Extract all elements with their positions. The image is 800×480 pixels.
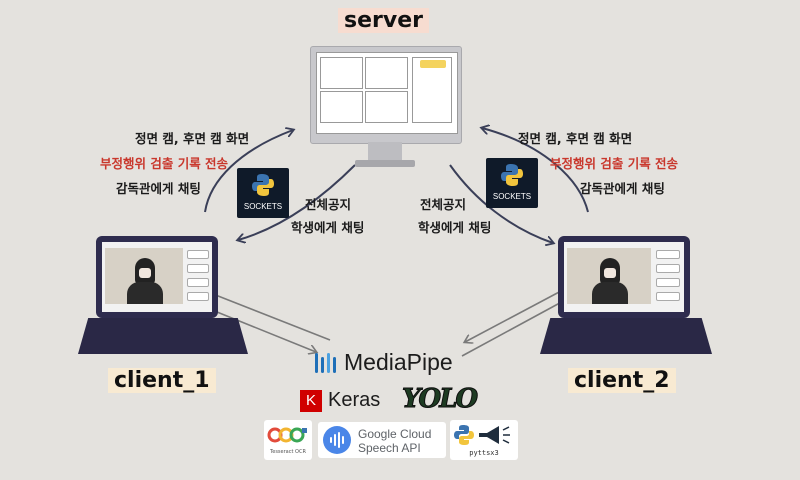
tesseract-label: Tesseract OCR [270, 449, 306, 455]
client1-side-button-2 [187, 264, 209, 273]
server-chat-panel [412, 57, 452, 123]
server-title: server [338, 8, 429, 33]
server-chat-logo [420, 60, 446, 68]
client2-side-button-3 [656, 278, 680, 287]
left-label-chat-student: 학생에게 채팅 [291, 220, 365, 235]
arrow-client1-to-server [204, 130, 293, 213]
server-monitor-neck [368, 142, 402, 162]
left-label-notice: 전체공지 [305, 197, 352, 212]
right-label-detection: 부정행위 검출 기록 전송 [550, 156, 679, 171]
mediapipe-icon [315, 353, 336, 373]
arrow-server-to-client2 [449, 164, 553, 243]
left-label-detection: 부정행위 검출 기록 전송 [100, 156, 229, 171]
arrow-server-to-client1 [238, 164, 356, 240]
client2-title: client_2 [568, 368, 676, 393]
tesseract-icon [267, 427, 307, 443]
client2-laptop-base [540, 318, 712, 354]
sockets-icon-right: SOCKETS [486, 158, 538, 208]
yolo-label: YOLO [401, 384, 478, 415]
google-speech-line1: Google Cloud [358, 427, 432, 441]
mediapipe-logo: MediaPipe [314, 348, 460, 378]
server-panel-3 [320, 91, 363, 123]
server-monitor [310, 46, 462, 144]
right-label-chat-student: 학생에게 채팅 [418, 220, 492, 235]
right-label-notice: 전체공지 [420, 197, 467, 212]
sockets-label-right: SOCKETS [492, 192, 532, 201]
client2-webcam-feed [567, 248, 651, 304]
server-monitor-foot [355, 160, 415, 167]
client1-title: client_1 [108, 368, 216, 393]
server-panel-1 [320, 57, 363, 89]
client1-laptop-base [78, 318, 248, 354]
keras-label: Keras [328, 389, 381, 411]
server-panel-4 [365, 91, 408, 123]
right-label-screens: 정면 캠, 후면 캠 화면 [518, 131, 633, 146]
left-label-chat-supervisor: 감독관에게 채팅 [116, 181, 201, 196]
client1-side-button-4 [187, 292, 209, 301]
arrow-client2-to-server [482, 128, 589, 213]
pyttsx-logo: pyttsx3 [450, 420, 518, 460]
google-speech-logo: Google Cloud Speech API [318, 422, 446, 458]
left-label-screens: 정면 캠, 후면 캠 화면 [135, 131, 250, 146]
right-label-chat-supervisor: 감독관에게 채팅 [580, 181, 665, 196]
client1-webcam-feed [105, 248, 183, 304]
client2-side-button-4 [656, 292, 680, 301]
pyttsx-icon [454, 425, 510, 445]
yolo-icon: YOLO [401, 384, 478, 415]
client2-laptop-screen [564, 242, 684, 312]
sockets-label-left: SOCKETS [243, 202, 283, 211]
client2-side-button-2 [656, 264, 680, 273]
server-screen [316, 52, 458, 134]
server-panel-2 [365, 57, 408, 89]
client1-side-button-1 [187, 250, 209, 259]
keras-logo: K Keras [300, 389, 396, 416]
tesseract-logo: Tesseract OCR [264, 420, 312, 460]
client1-side-button-3 [187, 278, 209, 287]
client2-side-button-1 [656, 250, 680, 259]
client1-laptop-screen [102, 242, 212, 312]
google-speech-line2: Speech API [358, 441, 421, 455]
pyttsx-label: pyttsx3 [469, 449, 499, 457]
mediapipe-label: MediaPipe [344, 349, 453, 375]
python-icon [252, 174, 274, 196]
python-icon [501, 164, 523, 186]
keras-icon: K [300, 390, 322, 412]
sockets-icon-left: SOCKETS [237, 168, 289, 218]
google-speech-icon [323, 426, 351, 454]
